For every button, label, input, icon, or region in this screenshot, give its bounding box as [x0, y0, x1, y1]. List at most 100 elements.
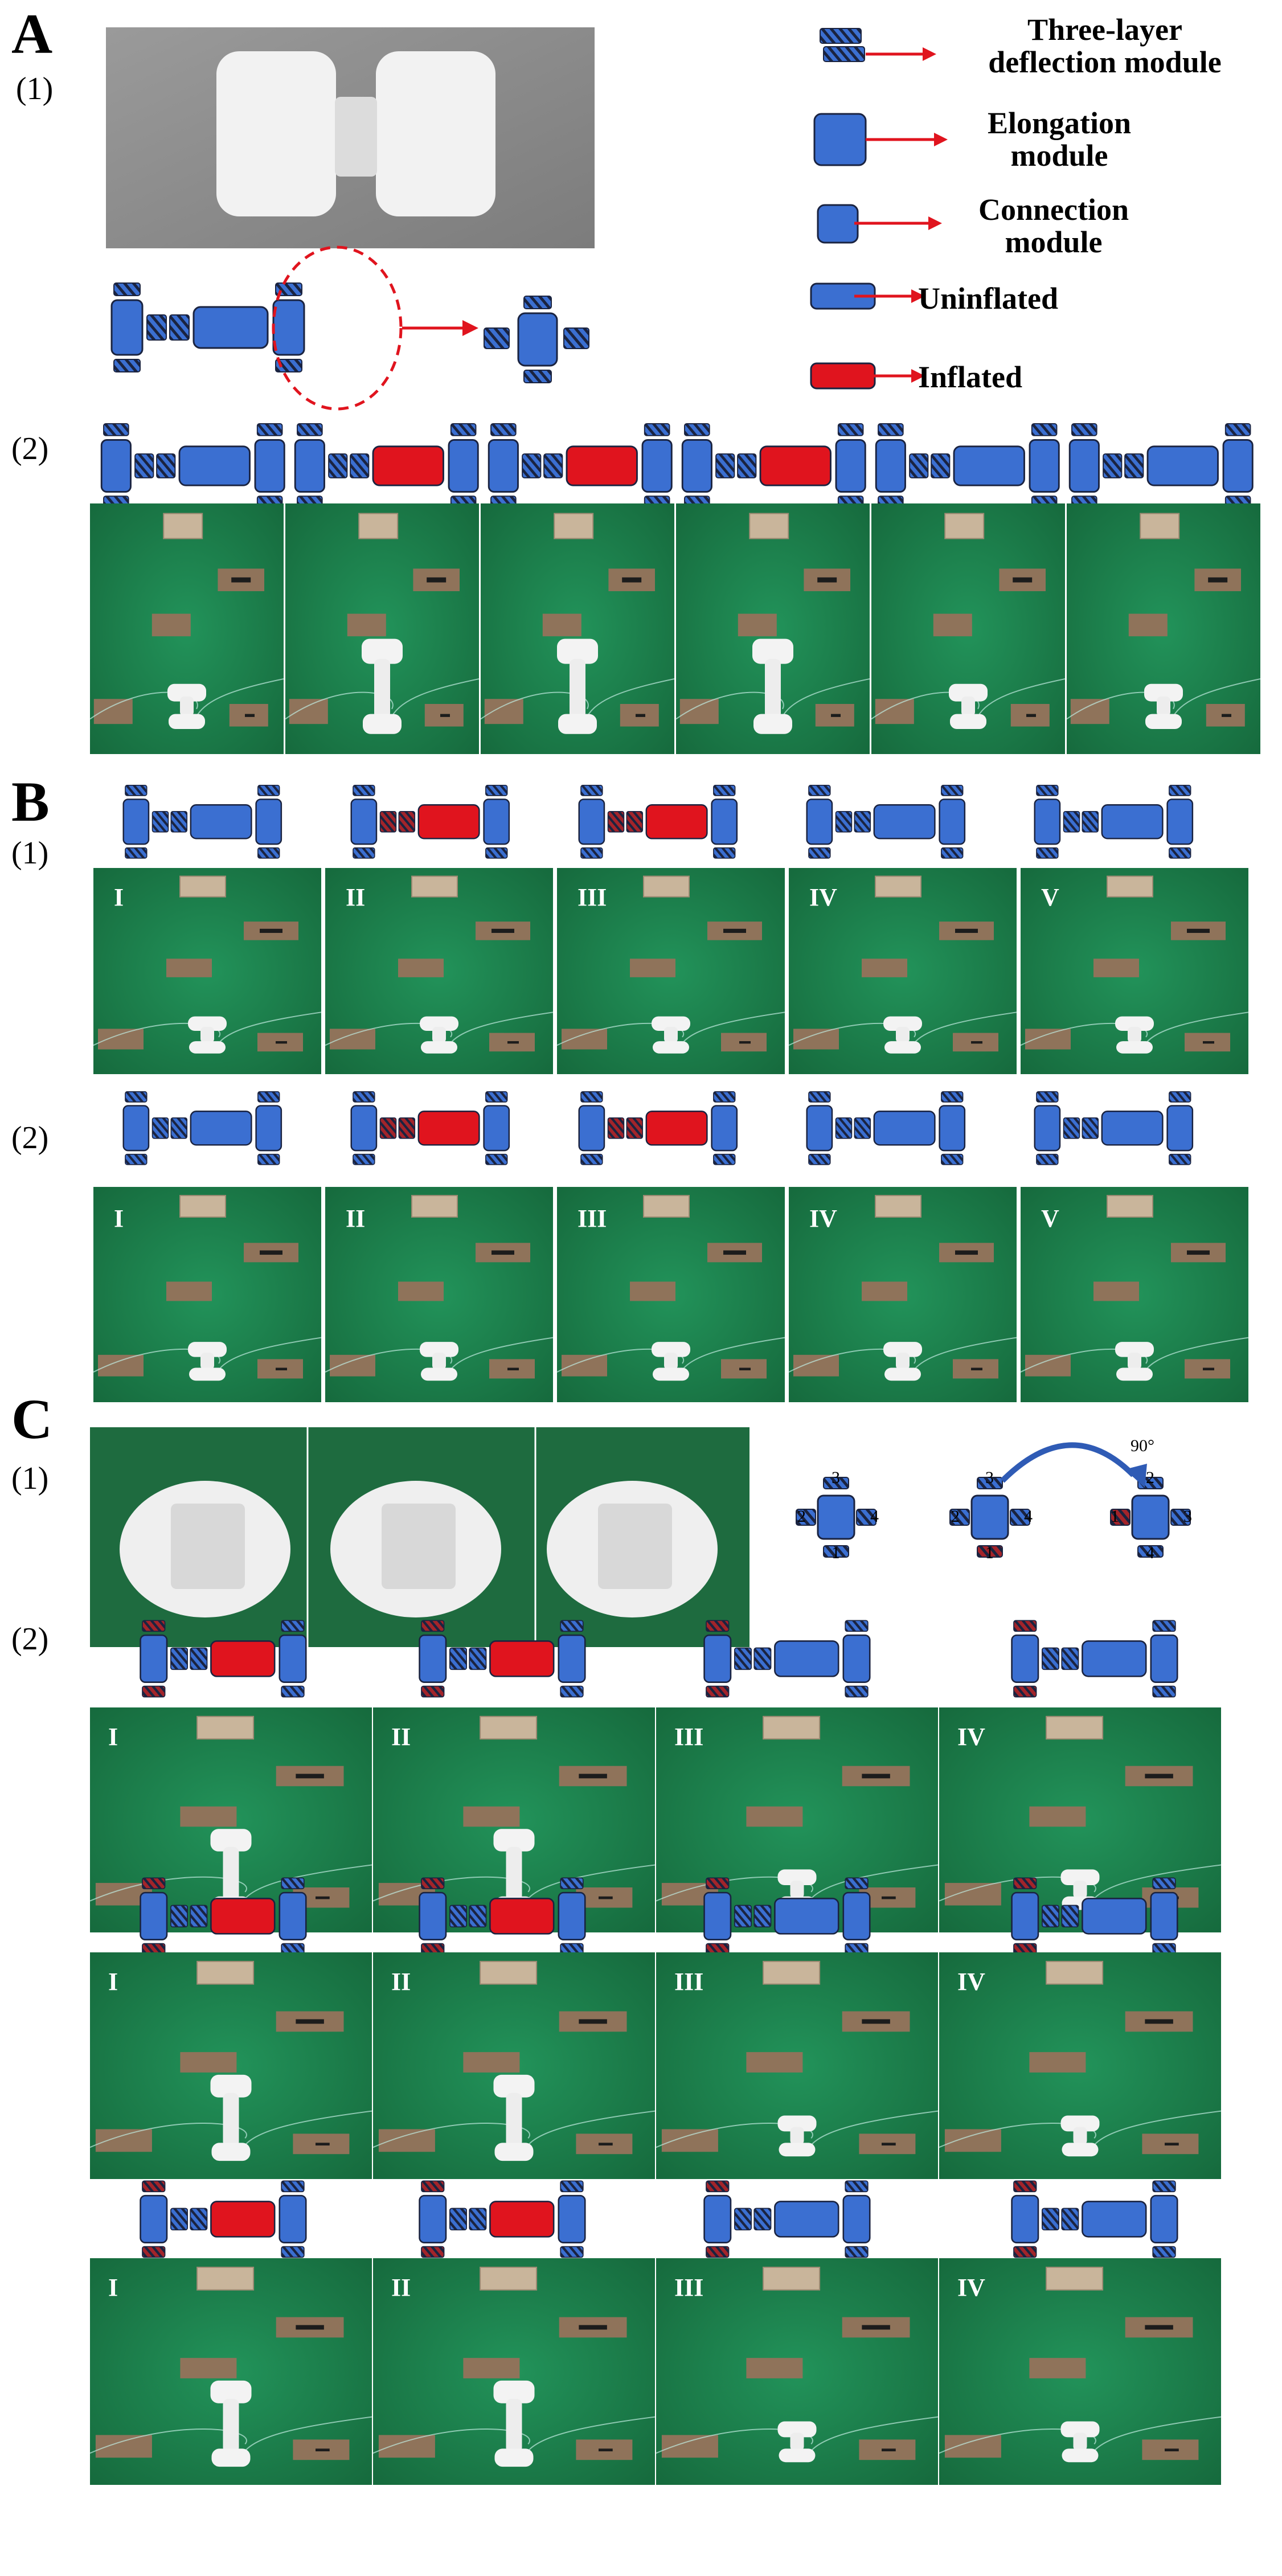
deflection-module — [1071, 423, 1097, 436]
deflection-module — [878, 423, 904, 436]
robot-state-b1 — [806, 785, 966, 859]
robot-state-b2 — [350, 1091, 510, 1165]
deflection-module — [134, 453, 154, 478]
deflection-module — [353, 847, 375, 859]
connection-module — [558, 1634, 586, 1683]
deflection-module — [142, 2180, 166, 2193]
robot-white — [765, 658, 781, 719]
deflection-module — [941, 1153, 964, 1165]
deflection-module — [1110, 1509, 1131, 1526]
marker-slot — [296, 2325, 324, 2330]
marker-card — [411, 1195, 458, 1218]
robot-white — [494, 2448, 534, 2467]
deflection-module — [706, 1877, 730, 1890]
deflection-module — [484, 327, 510, 349]
connection-module — [254, 439, 285, 493]
robot-white — [884, 1367, 921, 1381]
deflection-module — [1013, 1685, 1037, 1698]
robot-white — [211, 2448, 251, 2467]
deflection-module — [734, 1905, 752, 1928]
robot-white — [1145, 714, 1182, 729]
robot-white — [896, 1026, 910, 1043]
robot-state-b1 — [1034, 785, 1194, 859]
marker-slot — [316, 2448, 330, 2452]
marker-slot — [1026, 714, 1036, 717]
deflection-module — [1036, 847, 1059, 859]
port-middle-top: 3 — [985, 1468, 994, 1487]
air-tube — [788, 1348, 916, 1373]
roman-label: III — [674, 1723, 704, 1751]
robot-module-photo — [216, 51, 336, 216]
air-tube — [1173, 678, 1261, 717]
marker-slot — [276, 1367, 287, 1371]
elongation-module — [1101, 1111, 1164, 1146]
deflection-module — [1170, 1509, 1191, 1526]
marker-card — [1025, 1029, 1071, 1050]
port-before-right: 4 — [870, 1507, 879, 1526]
deflection-module — [523, 296, 552, 309]
air-tube — [587, 678, 675, 717]
robot-white — [949, 683, 988, 702]
deflection-module — [281, 1877, 305, 1890]
robot-white — [210, 2380, 252, 2403]
air-tube — [656, 2428, 813, 2454]
robot-state-c2c — [140, 2180, 307, 2258]
robot-white — [1115, 1016, 1154, 1031]
robot-white — [180, 696, 194, 716]
connection-module — [350, 798, 378, 845]
marker-slot — [971, 1041, 982, 1044]
deflection-module — [1036, 785, 1059, 796]
deflection-module — [398, 1117, 416, 1139]
port-before-left: 2 — [797, 1507, 806, 1526]
deflection-module — [522, 453, 542, 478]
robot-white — [167, 683, 206, 702]
roman-label: III — [577, 1205, 607, 1232]
deflection-module — [170, 1647, 188, 1670]
panel-letter-c: C — [11, 1387, 53, 1451]
marker-card — [289, 699, 328, 724]
deflection-module — [328, 453, 348, 478]
legend-uninflated-label: Uninflated — [918, 281, 1059, 316]
robot-white — [210, 2074, 252, 2098]
deflection-module — [350, 453, 370, 478]
connection-module — [419, 2194, 447, 2243]
robot-white — [494, 2143, 534, 2161]
robot-white — [896, 1353, 910, 1370]
robot-white — [506, 1846, 522, 1901]
deflection-module — [421, 2180, 445, 2193]
port-middle-bottom: 1 — [985, 1543, 994, 1562]
marker-slot — [1145, 1774, 1173, 1779]
air-tube — [218, 1011, 322, 1044]
rotation-arrowhead — [1125, 1464, 1147, 1488]
air-tube — [810, 2416, 939, 2451]
elongation-module — [645, 804, 708, 839]
deflection-module — [1042, 1905, 1059, 1928]
photo-frame-c2b — [939, 1952, 1222, 2179]
robot-white — [188, 1016, 227, 1031]
connection-module — [1222, 439, 1254, 493]
connection-module — [140, 1634, 168, 1683]
deflection-module — [190, 1905, 208, 1928]
robot-state-a2 — [100, 423, 285, 509]
marker-slot — [739, 1041, 751, 1044]
robot-white — [752, 638, 793, 664]
robot-state-c2b — [140, 1877, 307, 1955]
legend-arrowhead — [911, 369, 925, 383]
robot-state-b2 — [806, 1091, 966, 1165]
deflection-module — [485, 1091, 508, 1103]
marker-card — [1029, 1806, 1086, 1827]
deflection-module — [275, 359, 302, 372]
roman-label: V — [1041, 1205, 1059, 1232]
marker-card — [98, 1029, 144, 1050]
robot-white — [1128, 1353, 1141, 1370]
deflection-module — [580, 847, 603, 859]
deflection-module — [845, 1685, 869, 1698]
marker-card — [196, 1960, 255, 1985]
connection-module — [835, 439, 866, 493]
deflection-module — [125, 785, 148, 796]
marker-card — [480, 1715, 538, 1740]
marker-card — [542, 613, 581, 637]
roman-label: I — [114, 1205, 124, 1232]
connection-module — [578, 1105, 605, 1152]
deflection-module — [257, 785, 280, 796]
